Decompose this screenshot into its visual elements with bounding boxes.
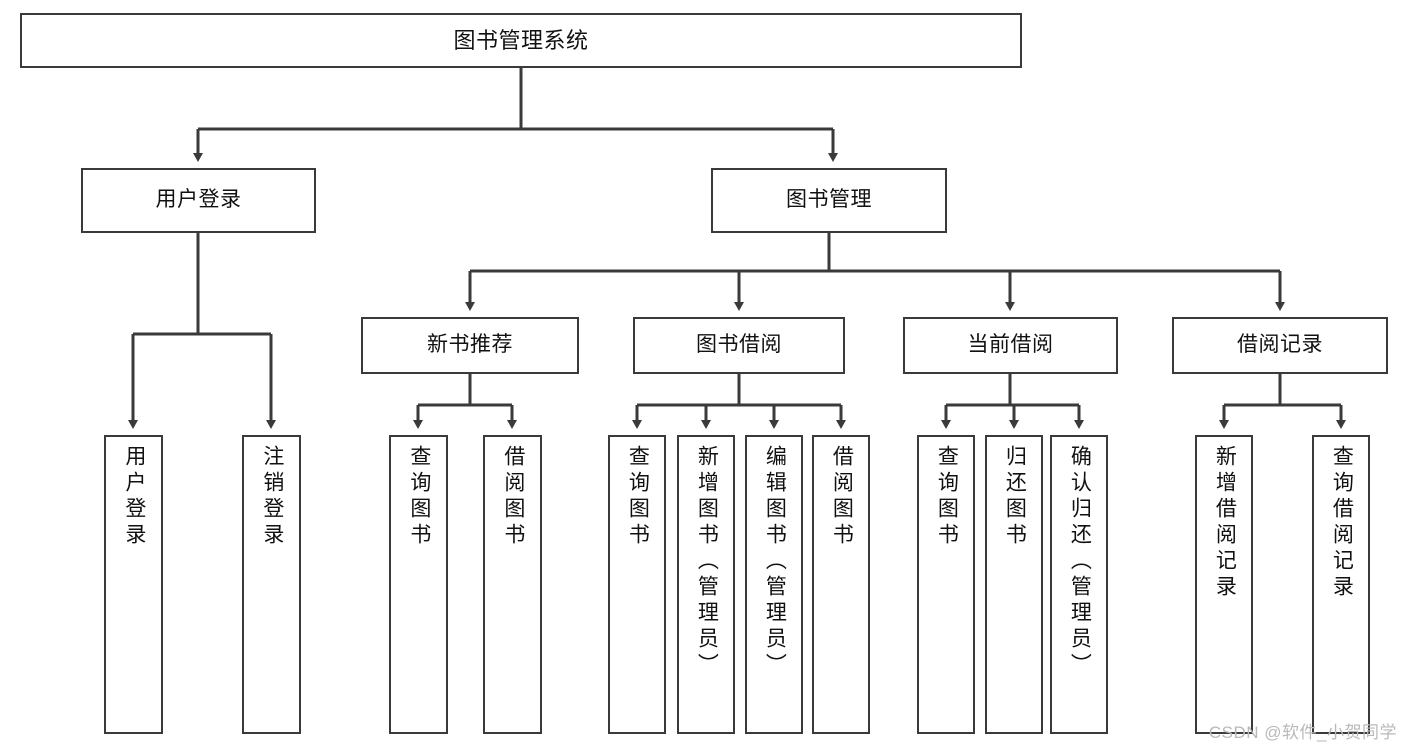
node-leaf-query-record-label: 查询借阅记录 xyxy=(1330,445,1354,601)
node-leaf-borrow-book-2[interactable]: 借阅图书 xyxy=(812,435,870,734)
node-leaf-return-book[interactable]: 归还图书 xyxy=(985,435,1043,734)
node-leaf-borrow-book-1[interactable]: 借阅图书 xyxy=(483,435,542,734)
node-leaf-query-book-1-label: 查询图书 xyxy=(407,445,431,549)
node-book-borrow-label: 图书借阅 xyxy=(696,333,782,357)
node-leaf-user-login[interactable]: 用户登录 xyxy=(104,435,163,734)
node-new-book-rec-label: 新书推荐 xyxy=(427,333,513,357)
node-leaf-confirm-return-label: 确认归还（管理员） xyxy=(1068,445,1092,679)
node-borrow-record[interactable]: 借阅记录 xyxy=(1172,317,1388,374)
node-leaf-edit-book-label: 编辑图书（管理员） xyxy=(763,445,787,679)
node-root-label: 图书管理系统 xyxy=(453,27,589,53)
node-current-borrow[interactable]: 当前借阅 xyxy=(903,317,1118,374)
node-leaf-confirm-return[interactable]: 确认归还（管理员） xyxy=(1050,435,1108,734)
node-user-login-label: 用户登录 xyxy=(155,188,242,212)
node-leaf-user-login-label: 用户登录 xyxy=(122,445,146,549)
watermark: CSDN @软件_小贺同学 xyxy=(1208,723,1397,742)
node-leaf-query-book-2-label: 查询图书 xyxy=(626,445,650,549)
node-leaf-query-book-2[interactable]: 查询图书 xyxy=(608,435,666,734)
node-leaf-borrow-book-2-label: 借阅图书 xyxy=(830,445,854,549)
node-leaf-add-book-label: 新增图书（管理员） xyxy=(695,445,719,679)
node-root[interactable]: 图书管理系统 xyxy=(20,13,1022,68)
node-leaf-borrow-book-1-label: 借阅图书 xyxy=(501,445,525,549)
node-new-book-rec[interactable]: 新书推荐 xyxy=(361,317,579,374)
node-leaf-user-logout-label: 注销登录 xyxy=(260,445,284,549)
node-book-manage[interactable]: 图书管理 xyxy=(711,168,947,233)
node-leaf-query-book-3[interactable]: 查询图书 xyxy=(917,435,975,734)
node-current-borrow-label: 当前借阅 xyxy=(967,333,1054,357)
node-leaf-query-book-1[interactable]: 查询图书 xyxy=(389,435,448,734)
node-book-borrow[interactable]: 图书借阅 xyxy=(633,317,845,374)
node-leaf-add-book[interactable]: 新增图书（管理员） xyxy=(677,435,735,734)
node-leaf-return-book-label: 归还图书 xyxy=(1003,445,1027,549)
node-leaf-add-record[interactable]: 新增借阅记录 xyxy=(1195,435,1253,734)
node-borrow-record-label: 借阅记录 xyxy=(1237,333,1323,357)
node-leaf-add-record-label: 新增借阅记录 xyxy=(1213,445,1237,601)
node-leaf-query-record[interactable]: 查询借阅记录 xyxy=(1312,435,1370,734)
node-leaf-query-book-3-label: 查询图书 xyxy=(935,445,959,549)
node-book-manage-label: 图书管理 xyxy=(786,188,872,212)
node-leaf-user-logout[interactable]: 注销登录 xyxy=(242,435,301,734)
node-leaf-edit-book[interactable]: 编辑图书（管理员） xyxy=(745,435,803,734)
node-user-login[interactable]: 用户登录 xyxy=(81,168,316,233)
